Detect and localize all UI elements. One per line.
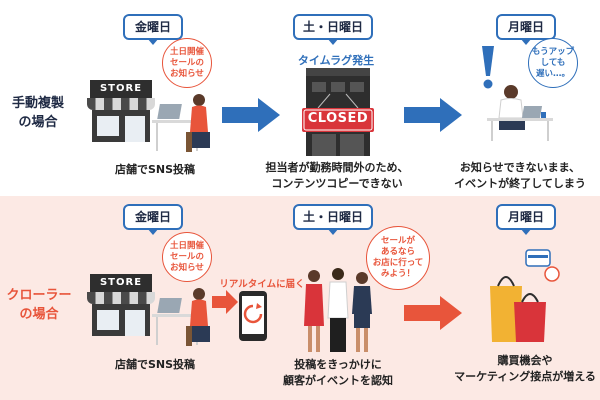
customers-icon <box>304 268 372 352</box>
arrow-right-icon <box>212 290 238 314</box>
sale-notice-bubble-bottom: 土日開催 セールの お知らせ <box>162 232 212 282</box>
store-illustration-bottom: STORE <box>87 274 155 336</box>
smartphone-icon <box>239 291 267 341</box>
shopping-bags-icon <box>490 249 560 342</box>
store-sign-text: STORE <box>90 274 152 292</box>
closed-building-icon <box>302 68 374 156</box>
caption-customer-aware: 投稿をきっかけに 顧客がイベントを認知 <box>283 358 393 387</box>
row-label-crawler-line2: の場合 <box>19 307 59 322</box>
caption-store-post-bottom: 店舗でSNS投稿 <box>114 358 196 371</box>
sale-notice-bubble-top: 土日開催 セールの お知らせ <box>162 38 212 88</box>
realtime-label: リアルタイムに届く <box>219 279 305 290</box>
manager-at-desk-icon <box>487 85 553 141</box>
arrow-right-icon <box>404 98 462 132</box>
day-label-monday-bottom: 月曜日 <box>496 204 556 235</box>
row-label-crawler: クローラー の場合 <box>6 286 72 324</box>
day-label-friday-top: 金曜日 <box>123 14 183 45</box>
late-upload-speech-bubble: もうアップ しても 遅い…。 <box>528 38 578 88</box>
row-label-manual-line2: の場合 <box>18 115 58 130</box>
store-sign-text: STORE <box>90 80 152 98</box>
day-label-weekend-bottom: 土・日曜日 <box>293 204 373 235</box>
caption-out-of-hours: 担当者が勤務時間外のため、 コンテンツコピーできない <box>265 161 409 190</box>
arrow-right-icon <box>404 296 462 330</box>
arrow-right-icon <box>222 98 280 132</box>
worker-at-laptop-icon <box>152 94 210 152</box>
caption-event-ended: お知らせできないまま、 イベントが終了してしまう <box>454 161 586 190</box>
closed-sign-text: CLOSED <box>307 111 369 126</box>
day-label-monday-top: 月曜日 <box>496 14 556 45</box>
worker-at-laptop-icon <box>152 288 210 346</box>
caption-store-post-top: 店舗でSNS投稿 <box>114 163 196 176</box>
exclamation-icon <box>482 46 494 89</box>
row-label-crawler-line1: クローラー <box>6 288 72 303</box>
row-label-manual: 手動複製 の場合 <box>10 94 66 132</box>
store-illustration-top: STORE <box>87 80 155 142</box>
visit-store-speech-bubble: セールが あるなら お店に行って みよう！ <box>366 226 430 290</box>
day-label-weekend-top: 土・日曜日 <box>293 14 373 45</box>
caption-more-opportunities: 購買機会や マーケティング接点が増える <box>454 354 596 383</box>
day-label-friday-bottom: 金曜日 <box>123 204 183 235</box>
time-lag-label: タイムラグ発生 <box>297 54 375 67</box>
row-label-manual-line1: 手動複製 <box>11 96 64 111</box>
